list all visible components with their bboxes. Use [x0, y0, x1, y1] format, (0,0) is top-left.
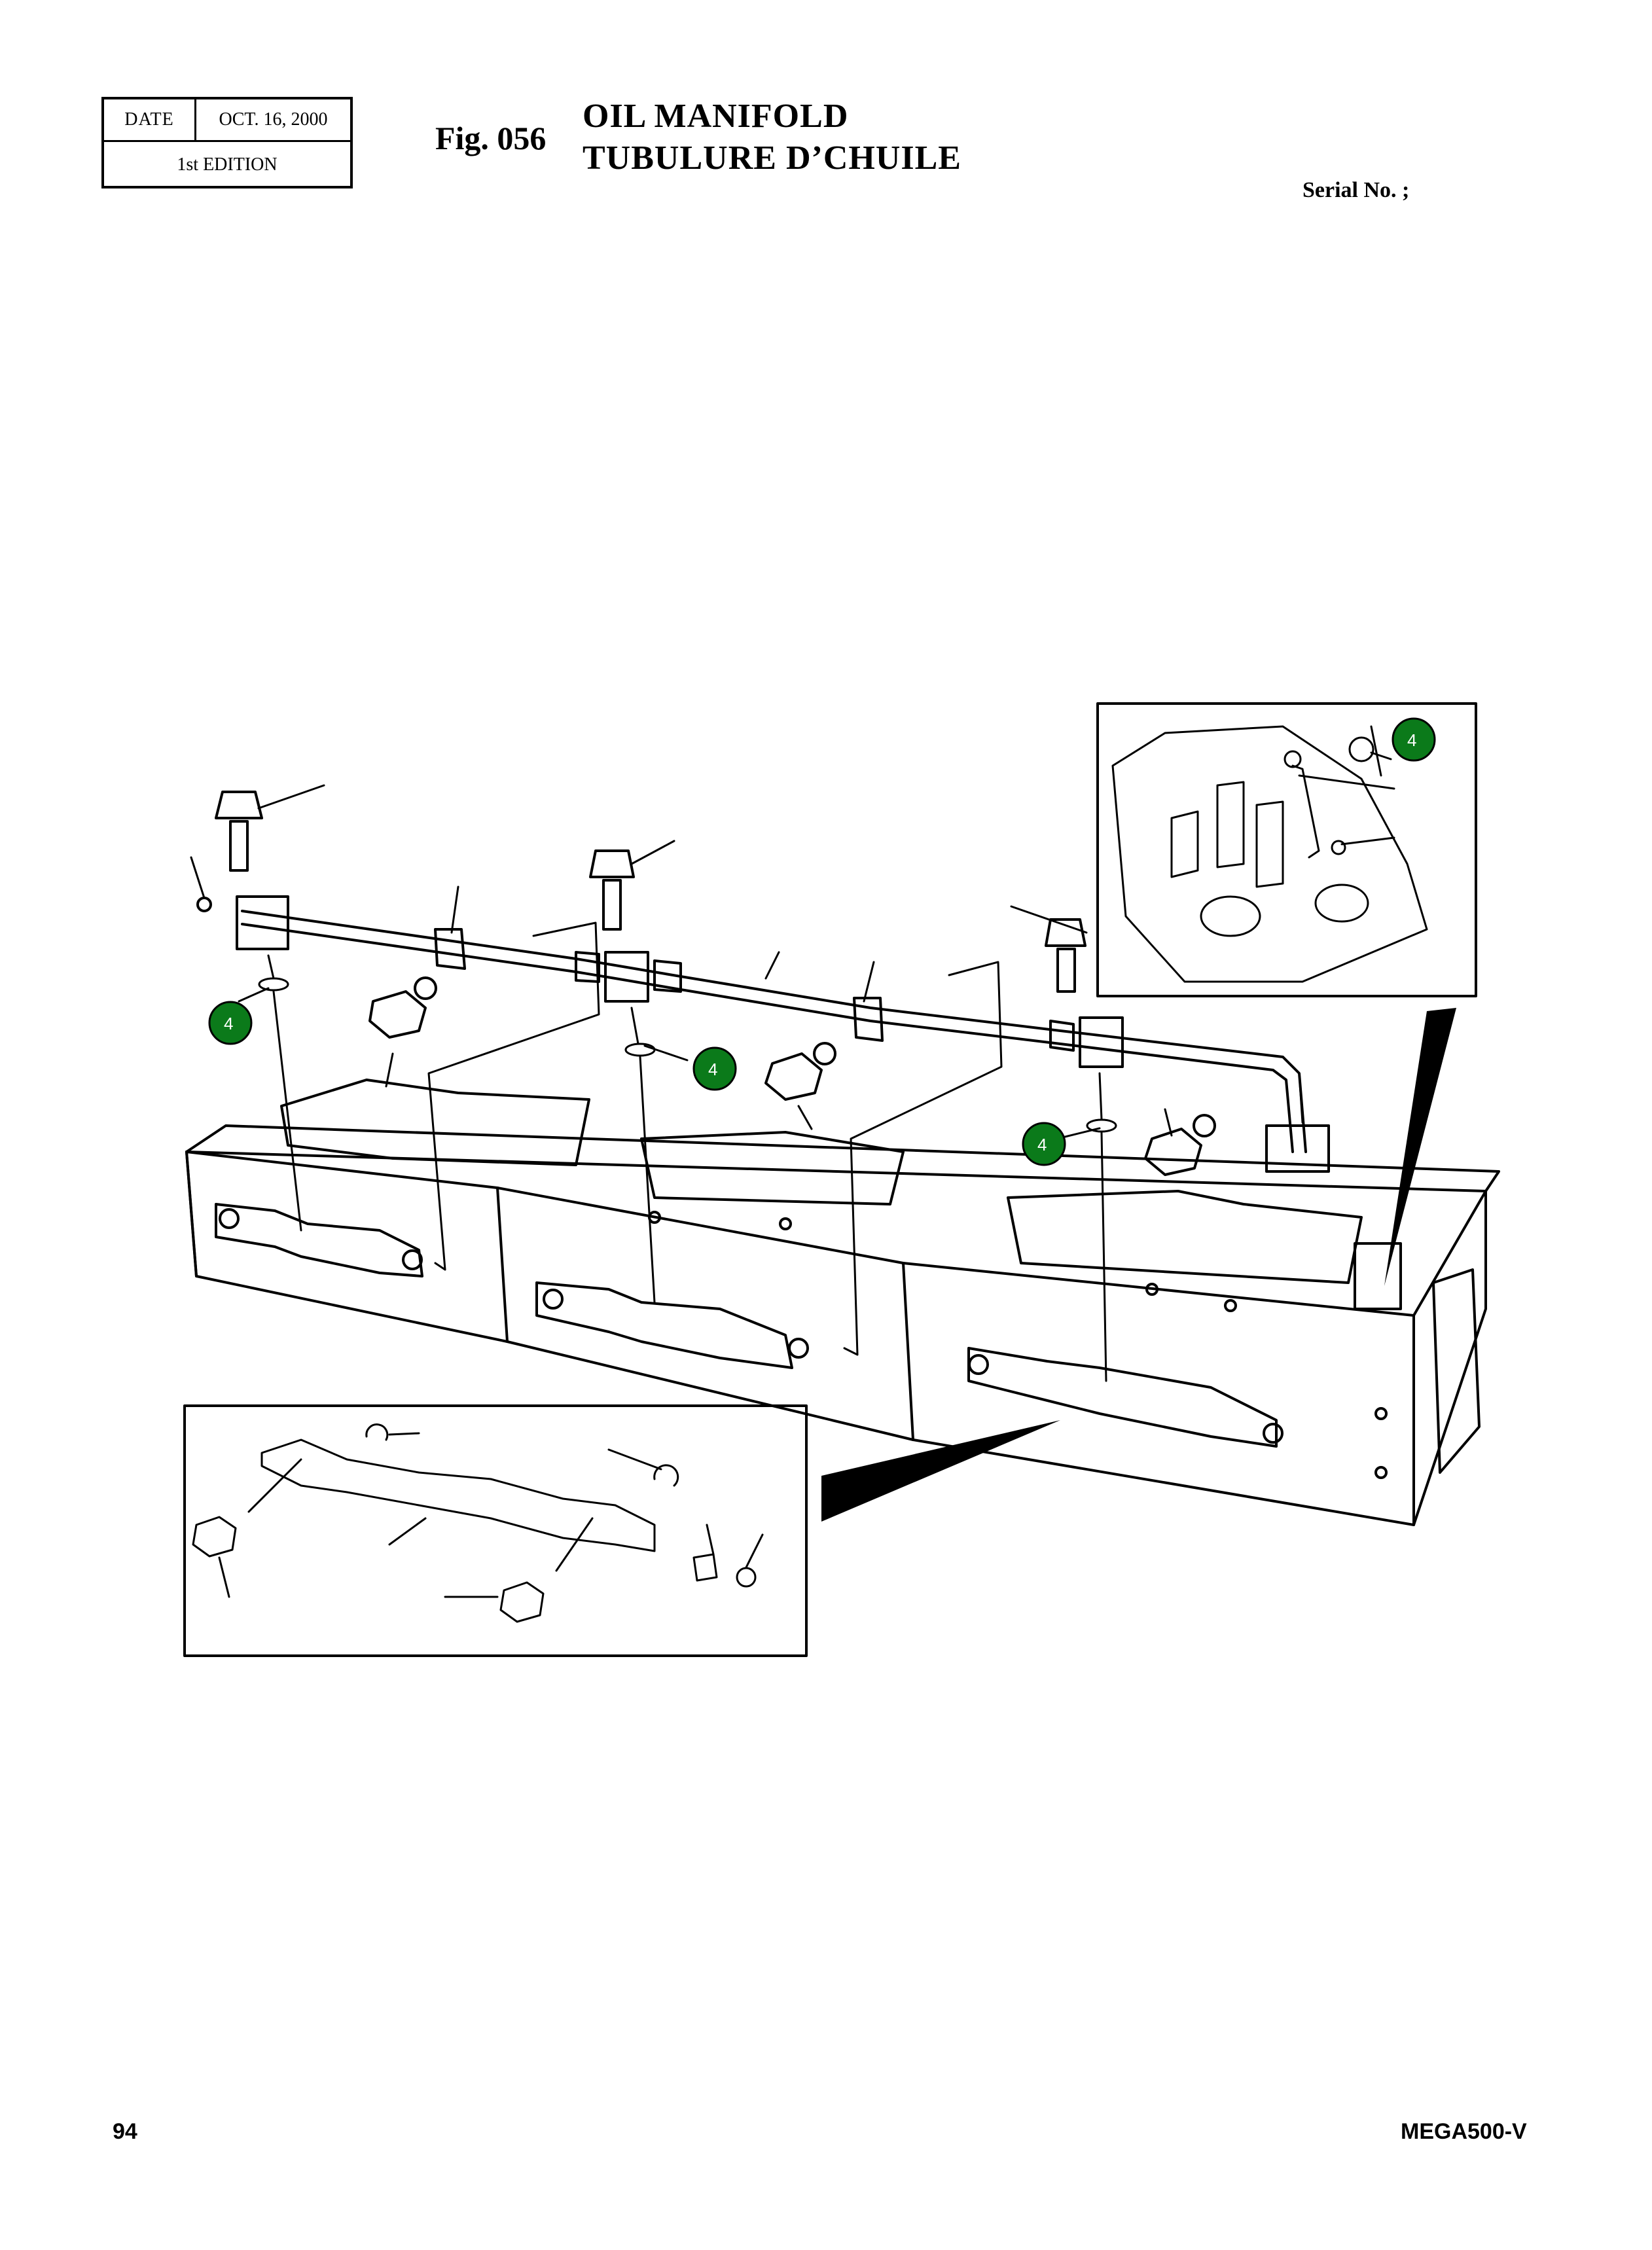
edition-label: 1st EDITION	[177, 154, 278, 175]
callout-label: 4	[1407, 730, 1416, 750]
callout-marker: 4	[208, 1001, 253, 1045]
figure-number: Fig. 056	[435, 120, 547, 156]
banjo-bolts	[196, 791, 1086, 993]
serial-number-label: Serial No. ;	[1302, 178, 1410, 202]
callout-label: 4	[224, 1014, 233, 1033]
gaskets-and-guides	[258, 954, 1117, 1382]
leader-lines	[190, 784, 1304, 1140]
title-english: OIL MANIFOLD	[583, 98, 849, 135]
clamp-bolts	[368, 976, 1216, 1176]
inset-detail-bottom-left	[183, 1404, 808, 1657]
callout-marker: 4	[1022, 1122, 1066, 1166]
callout-marker: 4	[1392, 717, 1436, 762]
callout-label: 4	[708, 1060, 717, 1079]
date-label: DATE	[104, 99, 196, 140]
date-edition-box: DATE OCT. 16, 2000 1st EDITION	[101, 97, 353, 188]
oil-manifold-pipe	[236, 895, 1330, 1173]
rocker-bridges	[215, 1203, 1284, 1448]
model-name: MEGA500-V	[1401, 2119, 1527, 2144]
callout-marker: 4	[692, 1046, 737, 1091]
date-value: OCT. 16, 2000	[219, 109, 328, 130]
reference-callouts: 4 4 4 4	[208, 717, 1436, 1166]
title-french: TUBULURE D’CHUILE	[583, 139, 961, 177]
cut-planes	[427, 921, 1003, 1356]
page-number: 94	[113, 2119, 137, 2144]
engine-block	[185, 1079, 1500, 1526]
callout-label: 4	[1037, 1135, 1047, 1154]
inset-pointers	[821, 1008, 1456, 1522]
inset-detail-top-right	[1096, 702, 1477, 997]
